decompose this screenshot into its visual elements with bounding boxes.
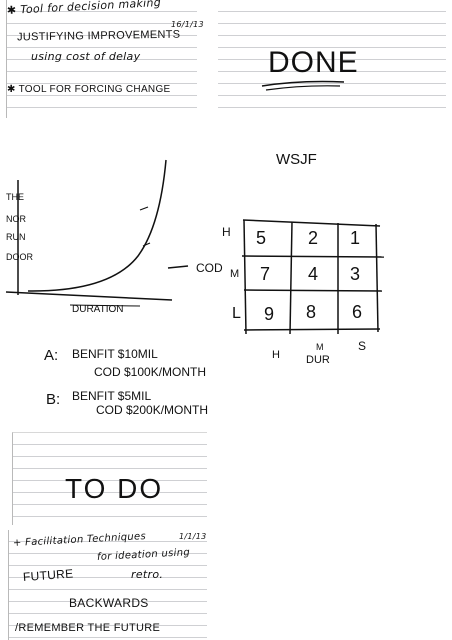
note-line-retro: retro. (131, 568, 164, 581)
wsjf-cod-label: COD (196, 261, 223, 275)
todo-title: TO DO (65, 473, 164, 504)
wsjf-cell: 9 (264, 304, 274, 324)
note-date-bottom: 1/1/13 (179, 532, 207, 541)
curve-ylabel-1: THE (6, 192, 24, 202)
curve-ylabel-3: RUN (6, 232, 26, 242)
done-card: DONE (218, 0, 446, 118)
note-card-facilitation: + Facilitation Techniques 1/1/13 for ide… (8, 530, 207, 640)
option-a-benefit: BENFIT $10MIL (72, 347, 158, 361)
note-line-future: FUTURE (22, 566, 74, 584)
curve-ylabel-2: NOR (6, 214, 27, 224)
option-b-label: B: (46, 391, 60, 408)
option-a-label: A: (44, 347, 58, 364)
curve-xlabel: DURATION (72, 304, 123, 315)
wsjf-row-label-high: H (222, 225, 231, 239)
wsjf-cell: 4 (308, 264, 318, 284)
todo-card: TO DO (12, 432, 207, 525)
note-line-backwards: BACKWARDS (69, 596, 149, 610)
wsjf-dur-label: DUR (306, 354, 330, 366)
wsjf-row-label-low: L (232, 305, 241, 322)
wsjf-col-label-high: H (272, 349, 280, 361)
wsjf-cell: 5 (256, 228, 266, 248)
wsjf-row-label-medium: M (230, 268, 239, 280)
wsjf-cell: 6 (352, 302, 362, 322)
wsjf-cell: 8 (306, 302, 316, 322)
note-line-remember-future: /REMEMBER THE FUTURE (15, 622, 161, 634)
option-b-benefit: BENFIT $5MIL (72, 389, 151, 403)
note-line-ideation: for ideation using (96, 547, 191, 563)
option-b-cod: COD $200K/MONTH (96, 403, 208, 417)
wsjf-cell: 2 (308, 228, 318, 248)
wsjf-col-label-small: S (358, 339, 366, 353)
wsjf-col-label-medium: M (316, 342, 324, 352)
note-card-decision-tool: ✱ Tool for decision making 16/1/13 JUSTI… (6, 0, 204, 118)
curve-ylabel-4: DOOR (6, 252, 34, 262)
wsjf-cell: 3 (350, 264, 360, 284)
note-line-cost-of-delay: using cost of delay (31, 50, 141, 63)
done-title: DONE (268, 46, 359, 79)
note-date: 16/1/13 (171, 20, 204, 29)
option-a-cod: COD $100K/MONTH (94, 365, 206, 379)
note-line-forcing-change: ✱ TOOL FOR FORCING CHANGE (7, 84, 171, 95)
wsjf-cell: 7 (260, 264, 270, 284)
note-line-facilitation: + Facilitation Techniques (12, 531, 147, 549)
wsjf-title: WSJF (276, 151, 317, 168)
wsjf-cell: 1 (350, 228, 360, 248)
